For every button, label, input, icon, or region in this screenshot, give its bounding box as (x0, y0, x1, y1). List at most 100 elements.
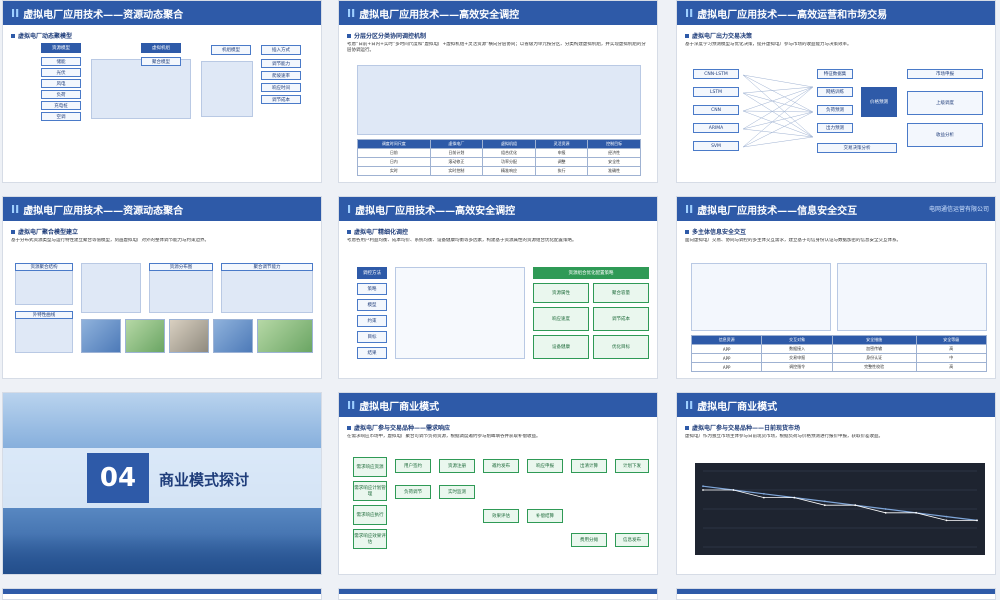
slide-thumbnail-partial[interactable] (338, 588, 658, 600)
table-header: 虚拟机组 (482, 139, 536, 149)
table-header: 安全等级 (915, 335, 988, 345)
slide-title: 虚拟电厂应用技术——高效安全调控 (359, 9, 520, 21)
data-point (823, 504, 826, 507)
node-virtual-unit: 虚拟机组 (141, 43, 181, 53)
slide-header: I 虚拟电厂应用技术——高效安全调控 (339, 197, 657, 221)
prefix: II (347, 6, 356, 20)
data-point (945, 515, 948, 518)
list-item: 光伏 (41, 68, 81, 77)
flow-step: 出清计算 (571, 459, 607, 473)
strategy-header: 资源组合优化配置策略 (533, 267, 649, 279)
network-panel (395, 267, 525, 359)
slide-thumbnail-6[interactable]: II 虚拟电厂应用技术——信息安全交互 电网通信运营有限公司 多主体信息安全交互… (676, 196, 996, 379)
slide-thumbnail-partial[interactable] (676, 588, 996, 600)
prefix: I (347, 202, 352, 216)
data-point (762, 492, 765, 495)
flow-step: 用户签约 (395, 459, 431, 473)
list-item: 储能 (41, 57, 81, 66)
strategy-item: 调节成本 (593, 307, 649, 331)
list-item: 调节能力 (261, 59, 301, 68)
list-item: 空调 (41, 112, 81, 121)
table-header: 安全措施 (831, 335, 917, 345)
strategy-item: 聚合容量 (593, 283, 649, 303)
slide-thumbnail-2[interactable]: II 虚拟电厂应用技术——高效安全调控 分层分区分类协同调控机制 考虑“日前+日… (338, 0, 658, 183)
table-cell: 日前计划 (429, 148, 484, 158)
skyline-graphic (3, 534, 321, 574)
node-insert-mode: 插入方式 (261, 45, 301, 55)
table-cell: 完整性校验 (831, 362, 917, 372)
table-header: 调度时间尺度 (357, 139, 431, 149)
series-line-1 (702, 485, 978, 521)
data-point (732, 489, 735, 491)
table-cell: 日内 (357, 157, 431, 167)
flow-step: 计划下发 (615, 459, 649, 473)
slide-body-text: 在需求响应市场中，虚拟电厂聚合可调节负荷资源，根据调度邀约参与削峰填谷并获取补偿… (347, 434, 541, 439)
slide-thumbnail-9[interactable]: II 虚拟电厂商业模式 虚拟电厂参与交易品种——日前现货市场 虚拟电厂作为独立市… (676, 392, 996, 575)
slide-thumbnail-5[interactable]: I 虚拟电厂应用技术——高效安全调控 虚拟电厂精细化调控 考虑各用户利益均衡、成… (338, 196, 658, 379)
section-heading: 虚拟电厂精细化调控 (347, 227, 649, 236)
slide-thumbnail-1[interactable]: II 虚拟电厂应用技术——资源动态聚合 虚拟电厂动态聚模型 资源模型 虚拟机组 … (2, 0, 322, 183)
method-item: 结果 (357, 347, 387, 359)
market-node: 收益分析 (907, 123, 983, 147)
method-item: 约束 (357, 315, 387, 327)
table-cell: APP (690, 344, 763, 354)
table-header: 虚拟电厂 (429, 139, 484, 149)
strategy-item: 设备健康 (533, 335, 589, 359)
table-header: 控制目标 (587, 139, 641, 149)
table-cell: 实时控制 (429, 166, 484, 176)
table-cell: 组合优化 (482, 148, 536, 158)
flow-step: 响应申报 (527, 459, 563, 473)
table-cell: APP (690, 362, 763, 372)
list-item: 充电桩 (41, 101, 81, 110)
sub-label: 资源聚合结构 (15, 263, 73, 271)
sub-label: 聚合调节能力 (221, 263, 313, 271)
slide-thumbnail-partial[interactable] (2, 588, 322, 600)
slide-body-text: 虚拟电厂作为独立市场主体参与日前现货市场，根据负荷与价格预测进行报价申报，获取价… (685, 434, 883, 439)
photo (125, 319, 165, 353)
flow-step: 资源注册 (439, 459, 475, 473)
section-heading: 虚拟电厂参与交易品种——需求响应 (347, 423, 649, 432)
slide-header: II 虚拟电厂应用技术——高效安全调控 (339, 1, 657, 25)
security-diagram-left (691, 263, 831, 331)
chart-panel (91, 59, 191, 119)
prefix: II (11, 202, 20, 216)
photo (257, 319, 313, 353)
section-number: 04 (87, 453, 149, 503)
curve-panel (201, 61, 253, 117)
method-item: 模型 (357, 299, 387, 311)
data-point (793, 496, 796, 499)
slide-body-text: 考虑各用户利益均衡、成本均价、系统均衡、设备健康均衡等多因素，构建基于资源属性的… (347, 238, 577, 243)
slide-thumbnail-3[interactable]: II 虚拟电厂应用技术——高效运营和市场交易 虚拟电厂出力交易决策 基于深度学习… (676, 0, 996, 183)
table-cell: 调控指令 (761, 362, 833, 372)
slide-title: 虚拟电厂商业模式 (359, 401, 440, 413)
prefix: II (685, 6, 694, 20)
lane-label: 需求响应计划管理 (353, 481, 387, 501)
slide-thumbnail-7[interactable]: 04 商业模式探讨 (2, 392, 322, 575)
distribution-map (149, 263, 213, 313)
section-heading: 虚拟电厂参与交易品种——日前现货市场 (685, 423, 987, 432)
method-item: 策略 (357, 283, 387, 295)
slide-body-text: 基于深度学习预测模型与优化决策，提升虚拟电厂参与市场的收益能力与决策效率。 (685, 42, 852, 47)
data-point (854, 504, 857, 507)
table-cell: 高 (915, 344, 988, 354)
slide-thumbnail-8[interactable]: II 虚拟电厂商业模式 虚拟电厂参与交易品种——需求响应 在需求响应市场中，虚拟… (338, 392, 658, 575)
table-cell: 交易申报 (761, 353, 833, 363)
table-cell: 精准响应 (482, 166, 536, 176)
data-point (702, 485, 704, 488)
list-item: 爬坡速率 (261, 71, 301, 80)
table-header: 灵活资源 (534, 139, 589, 149)
flow-step: 实时监测 (439, 485, 475, 499)
flow-step: 信息发布 (615, 533, 649, 547)
prefix: II (685, 398, 694, 412)
strategy-item: 优化目标 (593, 335, 649, 359)
slide-title: 虚拟电厂应用技术——资源动态聚合 (23, 9, 184, 21)
section-heading: 分层分区分类协同调控机制 (347, 31, 649, 40)
slide-title: 虚拟电厂应用技术——高效安全调控 (355, 205, 516, 217)
table-cell: APP (690, 353, 763, 363)
section-heading: 虚拟电厂聚合模型建立 (11, 227, 313, 236)
flow-step: 邀约发布 (483, 459, 519, 473)
slide-thumbnail-4[interactable]: II 虚拟电厂应用技术——资源动态聚合 虚拟电厂聚合模型建立 基于分布式资源类型… (2, 196, 322, 379)
slide-title: 虚拟电厂应用技术——信息安全交互 (697, 205, 858, 217)
slide-header: II 虚拟电厂应用技术——信息安全交互 电网通信运营有限公司 (677, 197, 995, 221)
sub-label: 资源分布图 (149, 263, 213, 271)
